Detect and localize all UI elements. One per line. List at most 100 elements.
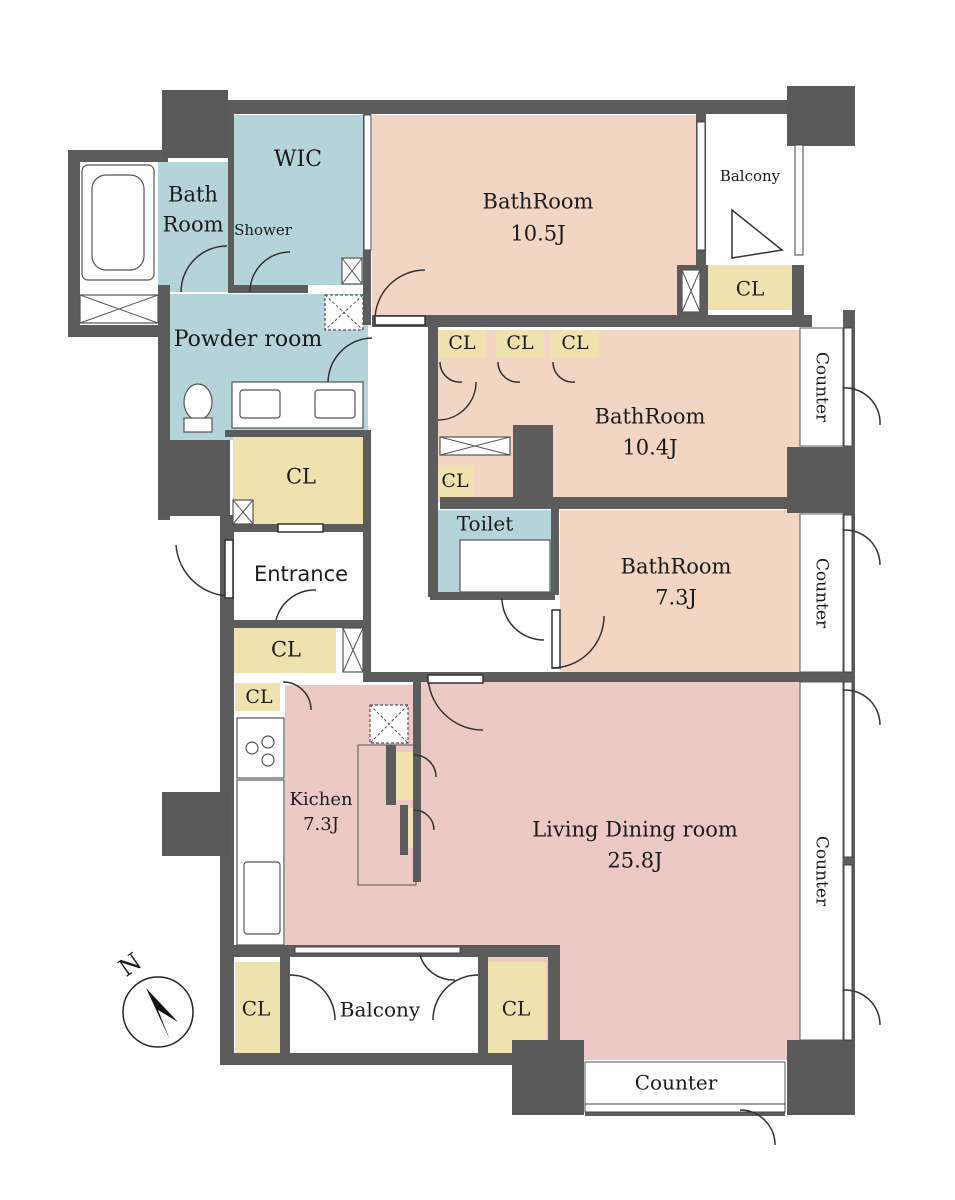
- pillar-se: [787, 1040, 855, 1115]
- plan-element: [497, 361, 521, 383]
- plan-element: [842, 989, 881, 1026]
- label-kitchen-name: Kichen: [289, 789, 353, 810]
- label-counter-1: Counter: [812, 352, 832, 423]
- wall-segment: [280, 957, 290, 1053]
- label-counter-3: Counter: [812, 836, 832, 907]
- label-bedroom2-size: 10.4J: [622, 436, 677, 460]
- kitchen-island: [357, 744, 417, 886]
- plan-element: [843, 514, 853, 673]
- plan-element: [327, 337, 373, 383]
- plan-element: [419, 954, 456, 981]
- label-bedroom3-size: 7.3J: [655, 586, 697, 610]
- label-bedroom1-name: BathRoom: [483, 190, 594, 214]
- fixtures: [79, 164, 701, 946]
- wall-segment: [386, 745, 396, 805]
- plan-element: [584, 1103, 786, 1113]
- pillars: [158, 86, 855, 1115]
- wall-segment: [400, 805, 408, 855]
- plan-element: [275, 589, 317, 621]
- compass: [122, 976, 194, 1048]
- plan-element: [459, 539, 551, 593]
- plan-element: [314, 389, 356, 419]
- wall-segment: [228, 285, 308, 293]
- doors: [175, 208, 881, 1146]
- plan-element: [552, 361, 576, 383]
- plan-element: [739, 1109, 776, 1146]
- closet-entry-top: [233, 437, 363, 524]
- label-cl-a: CL: [448, 332, 476, 354]
- plan-element: [175, 544, 233, 597]
- counter-bottom-area: [584, 1061, 786, 1111]
- wall-segment: [225, 620, 365, 628]
- label-cl-b: CL: [506, 332, 534, 354]
- wall-segment: [363, 430, 371, 682]
- wall-segment: [430, 592, 555, 600]
- plan-element: [261, 753, 275, 767]
- counter-right-2-area: [799, 513, 844, 673]
- plan-element: [341, 257, 363, 285]
- label-counter-2: Counter: [812, 558, 832, 629]
- plan-element: [413, 754, 437, 778]
- wall-segment: [548, 945, 560, 1055]
- label-wic: WIC: [274, 147, 322, 172]
- plan-element: [374, 315, 426, 326]
- closet-hall: [438, 465, 473, 497]
- closet-living-1: [395, 752, 413, 800]
- plan-element: [180, 245, 228, 293]
- label-kitchen-size: 7.3J: [303, 814, 339, 835]
- plan-element: [439, 436, 511, 456]
- label-bedroom3-name: BathRoom: [621, 555, 732, 579]
- plan-element: [842, 689, 881, 726]
- pillar-ne: [787, 86, 855, 146]
- wall-segment: [792, 265, 804, 320]
- wall-segment: [162, 100, 852, 114]
- wall-segment: [428, 325, 438, 597]
- plan-element: [363, 114, 372, 251]
- label-shower: Shower: [234, 221, 293, 239]
- closet-balcony: [708, 265, 792, 310]
- plan-element: [183, 417, 213, 433]
- label-compass-n: N: [114, 947, 147, 982]
- windows: [294, 114, 853, 1113]
- wall-segment: [68, 325, 168, 337]
- white-zones: [290, 327, 844, 1111]
- label-living-size: 25.8J: [607, 849, 662, 873]
- plan-element: [91, 174, 145, 271]
- powder-toilet: [183, 383, 213, 421]
- plan-element: [413, 809, 435, 831]
- label-cl-entry-top: CL: [286, 465, 316, 489]
- wall-segment: [413, 682, 421, 882]
- plan-element: [731, 208, 784, 259]
- plan-element: [696, 121, 706, 251]
- pillar-nw: [162, 90, 228, 158]
- wall-segment: [68, 150, 80, 335]
- label-bedroom1-size: 10.5J: [510, 222, 565, 246]
- closet-b: [496, 330, 544, 358]
- pillar-w-kitchen: [162, 792, 230, 856]
- label-balcony-top: Balcony: [720, 167, 781, 185]
- plan-element: [277, 523, 324, 533]
- label-cl-balcony: CL: [736, 277, 765, 301]
- plan-element: [342, 627, 364, 673]
- plan-element: [249, 251, 291, 293]
- plan-element: [439, 361, 463, 383]
- label-cl-c: CL: [561, 332, 589, 354]
- plan-element: [232, 499, 254, 525]
- label-living-name: Living Dining room: [532, 818, 738, 842]
- label-bath-2: Room: [162, 213, 223, 237]
- plan-element: [843, 327, 853, 447]
- wall-segment: [585, 1110, 785, 1116]
- bedroom1-fill: [372, 115, 696, 320]
- plan-element: [282, 681, 312, 711]
- plan-element: [551, 615, 605, 669]
- label-cl-balcony-right: CL: [502, 997, 531, 1021]
- label-balcony-bottom: Balcony: [340, 998, 421, 1022]
- wall-segment: [478, 957, 488, 1053]
- plan-element: [289, 974, 336, 1021]
- closet-c: [551, 330, 599, 358]
- closet-a: [438, 330, 486, 358]
- label-toilet: Toilet: [457, 512, 514, 536]
- wall-segment: [365, 672, 855, 682]
